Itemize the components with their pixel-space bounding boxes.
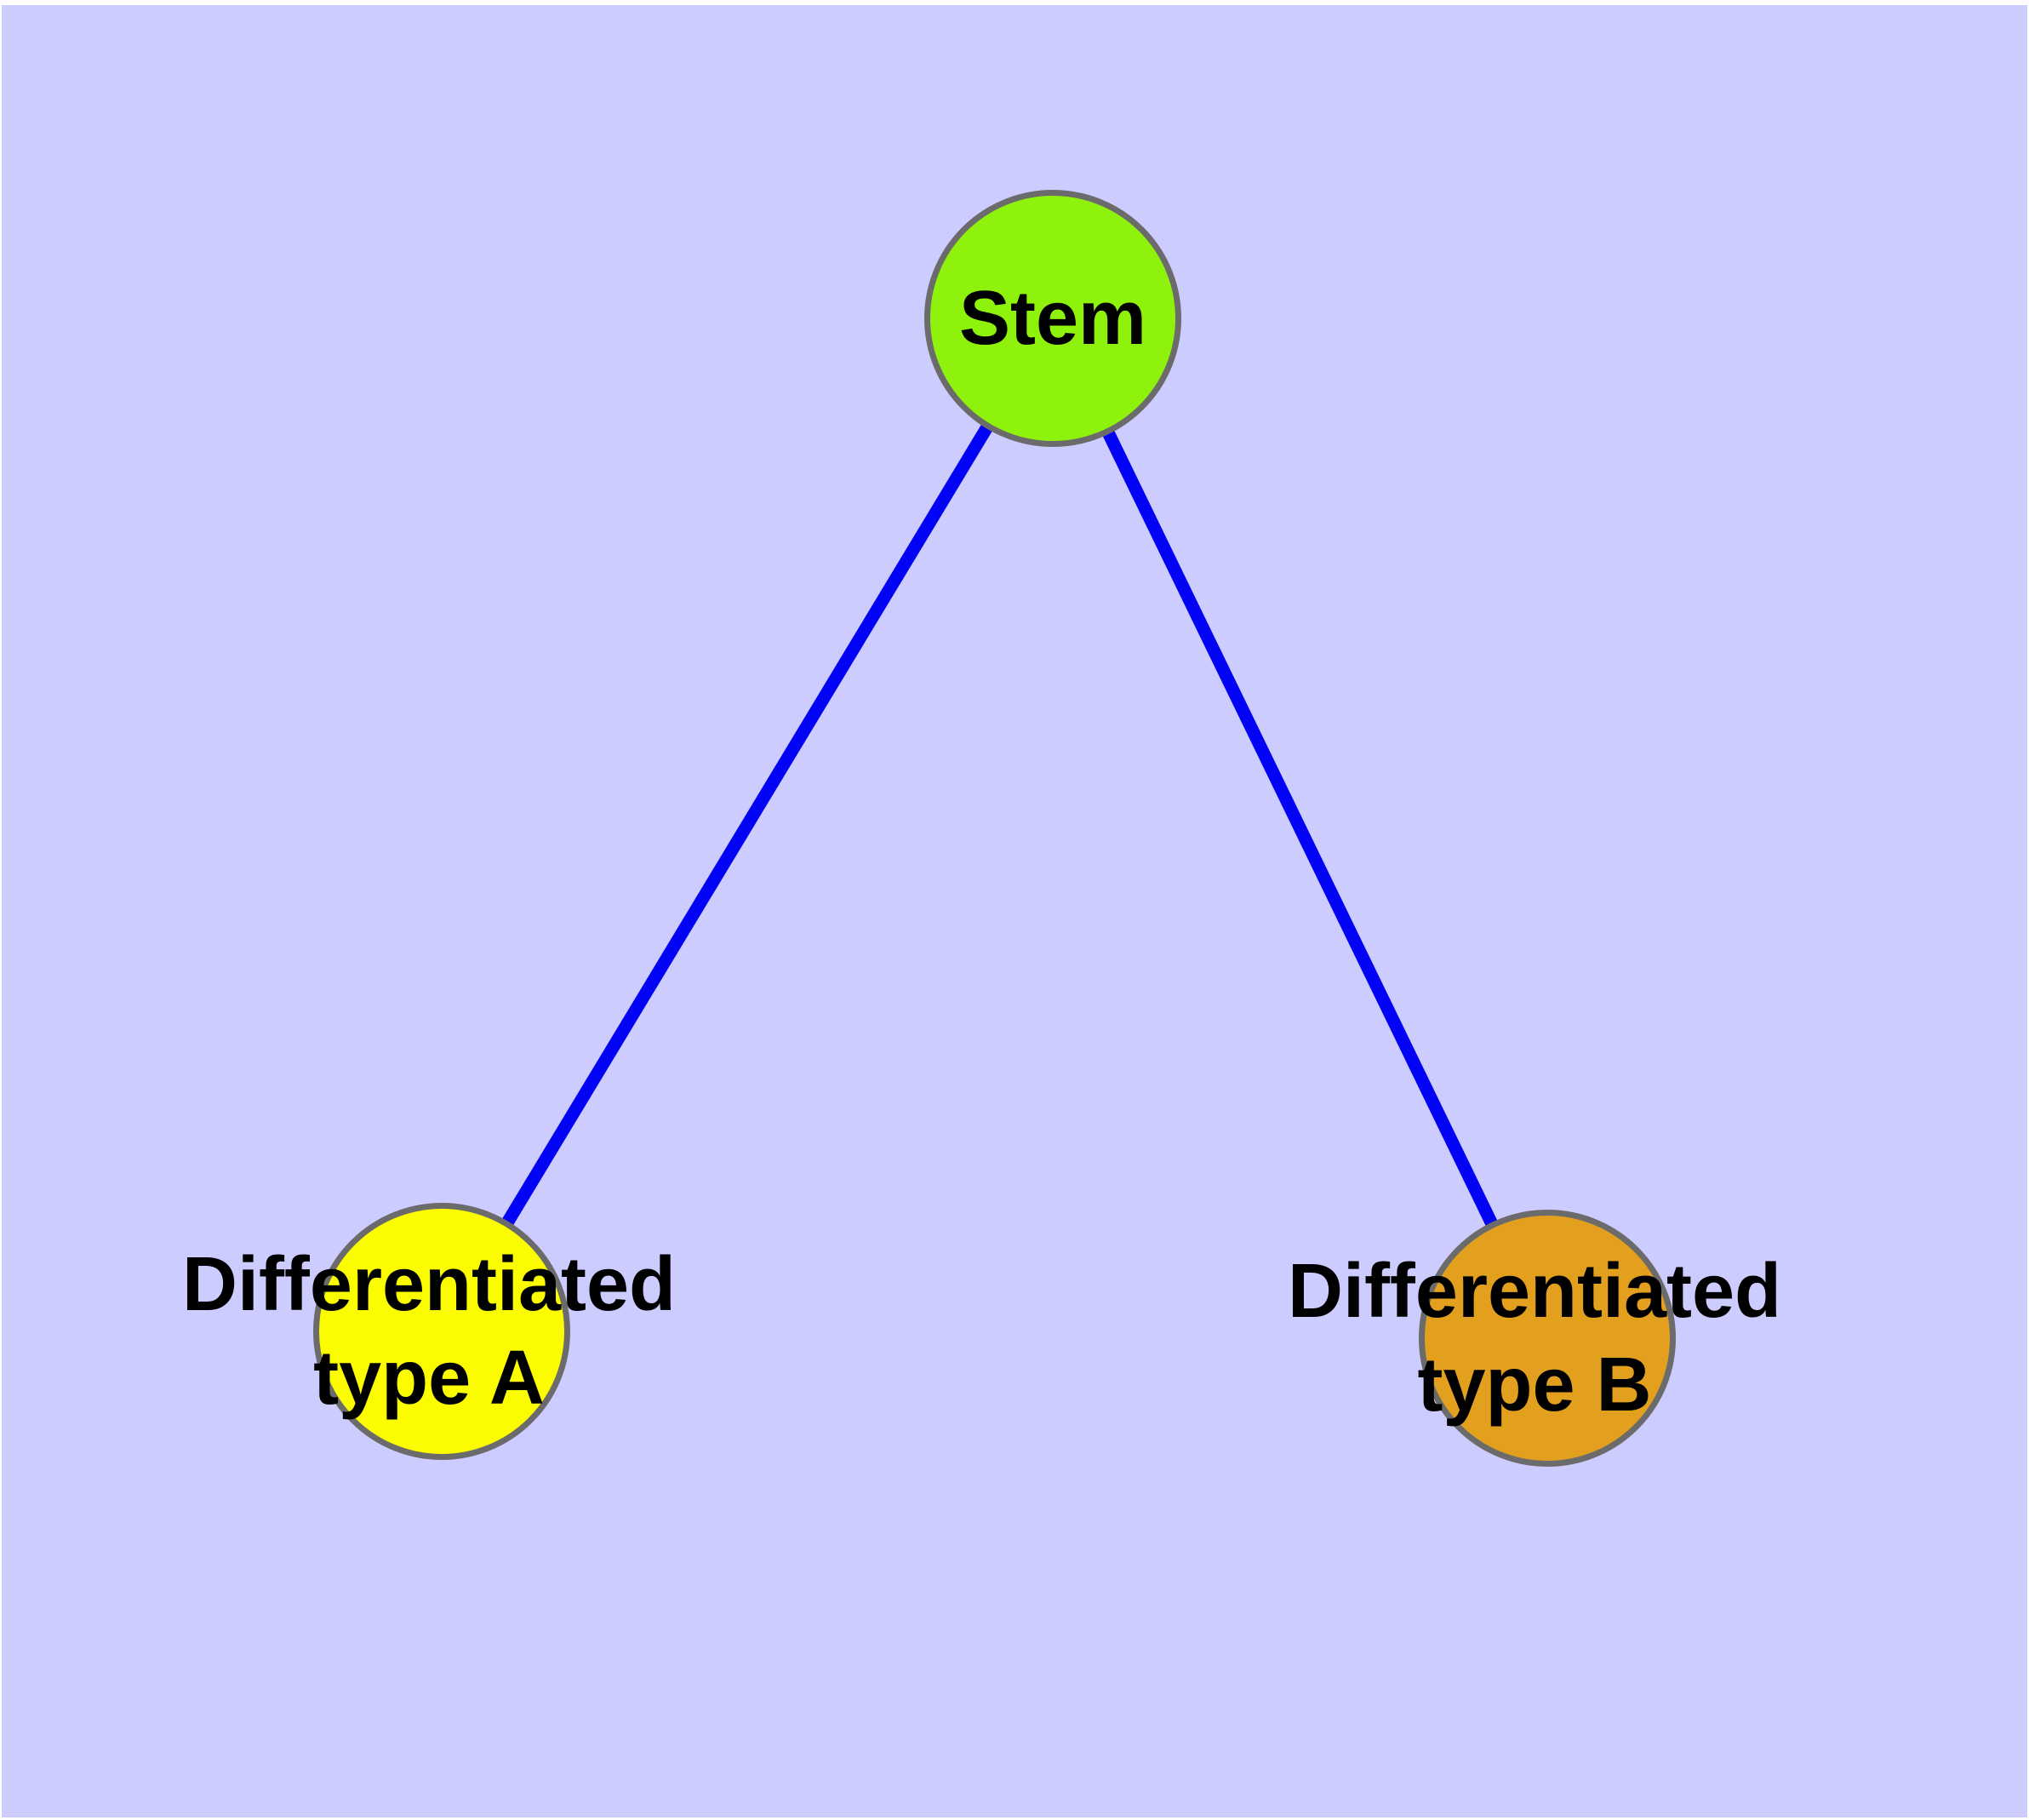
node-differentiated-type-a-label-line1: Differentiated bbox=[181, 1242, 677, 1327]
node-differentiated-type-a-label: Differentiated type A bbox=[46, 1238, 812, 1425]
node-differentiated-type-b-label-line1: Differentiated bbox=[1287, 1249, 1782, 1334]
node-differentiated-type-b-circle bbox=[1419, 1210, 1676, 1467]
node-differentiated-type-b-label: Differentiated type B bbox=[1152, 1245, 1918, 1432]
node-differentiated-type-a-label-line2: type A bbox=[313, 1336, 545, 1421]
edge-stem-to-type-b bbox=[1047, 315, 1553, 1342]
node-stem-circle bbox=[924, 190, 1181, 447]
node-differentiated-type-b-label-line2: type B bbox=[1417, 1342, 1652, 1428]
node-stem-label-line1: Stem bbox=[958, 276, 1147, 361]
edge-stem-to-type-a bbox=[436, 315, 1059, 1335]
node-stem-label: Stem bbox=[712, 272, 1393, 365]
node-differentiated-type-a-circle bbox=[313, 1203, 570, 1460]
